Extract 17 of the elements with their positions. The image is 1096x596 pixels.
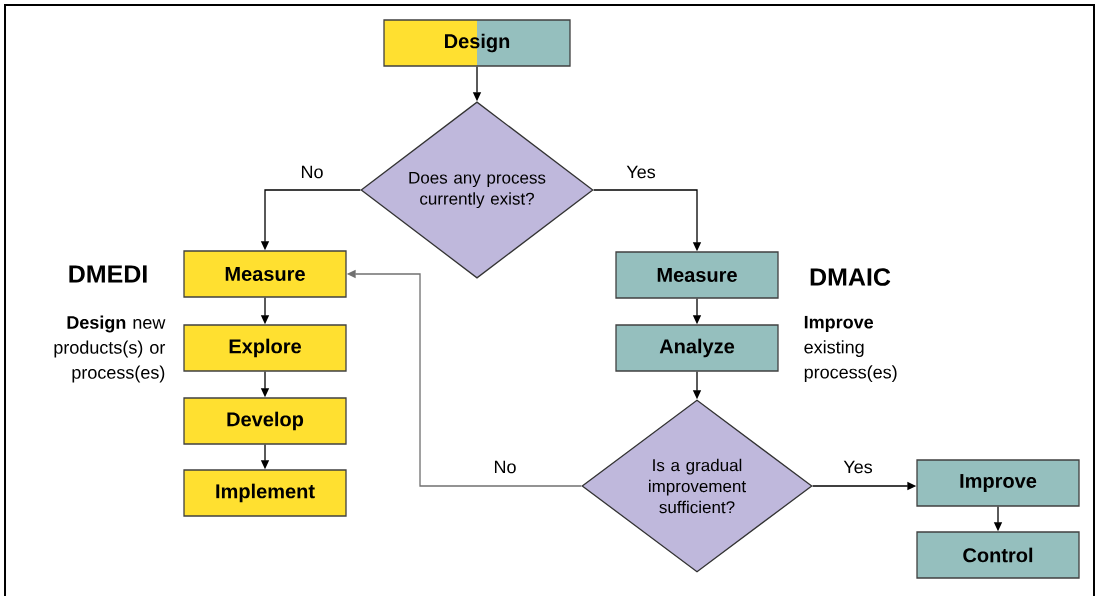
process-box: Design bbox=[383, 19, 571, 67]
edge-label: No bbox=[299, 164, 325, 180]
method-description: Improve existing process(es) bbox=[804, 315, 897, 383]
edge-label: Yes bbox=[625, 164, 657, 180]
process-box: Measure bbox=[615, 251, 779, 299]
process-box: Measure bbox=[183, 250, 347, 298]
method-description: Design new products(s) or process(es) bbox=[54, 315, 166, 383]
process-box: Control bbox=[916, 531, 1080, 579]
method-title: DMEDI bbox=[69, 265, 147, 283]
edge-label: Yes bbox=[842, 459, 874, 475]
edge-label: No bbox=[492, 459, 518, 475]
process-box: Implement bbox=[183, 469, 347, 517]
method-title: DMAIC bbox=[810, 268, 891, 286]
process-box: Explore bbox=[183, 324, 347, 372]
process-box: Develop bbox=[183, 397, 347, 445]
process-box: Improve bbox=[916, 459, 1080, 507]
process-box: Analyze bbox=[615, 324, 779, 372]
